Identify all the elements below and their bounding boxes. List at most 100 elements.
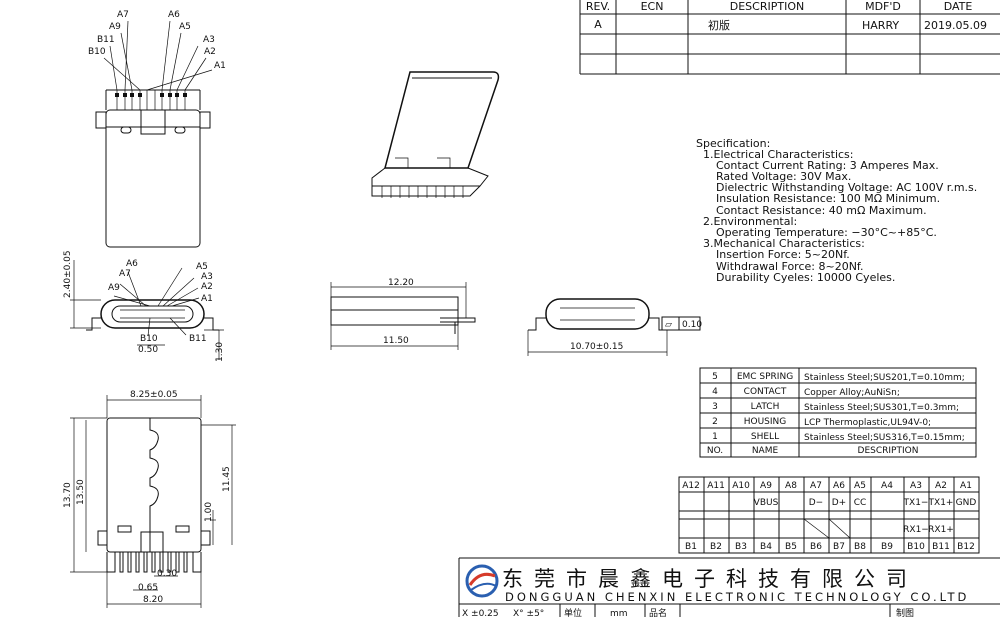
tolerance-angular: X° ±5° <box>513 609 544 617</box>
label-a9: A9 <box>109 22 121 32</box>
label-a6: A6 <box>168 10 180 20</box>
pin-label: A6 <box>833 481 845 491</box>
pin-label: B5 <box>785 542 797 552</box>
dim-bottom-pin: 0.30 <box>157 569 177 579</box>
pin-label: A12 <box>682 481 700 491</box>
bom-desc: LCP Thermoplastic,UL94V-0; <box>804 418 931 428</box>
pin-label: A3 <box>910 481 922 491</box>
rev-value: A <box>594 18 602 31</box>
unit-value: mm <box>610 609 628 617</box>
top-view: A7 A9 B11 B10 A6 A5 A3 A2 A1 <box>88 10 226 248</box>
label-a7: A7 <box>117 10 129 20</box>
pin-signal: TX1+ <box>928 498 954 508</box>
pin-label: B9 <box>881 542 893 552</box>
pin-label: B10 <box>907 542 925 552</box>
dim-front-leg: 1.30 <box>215 342 225 362</box>
label-a2: A2 <box>201 282 213 292</box>
pin-label: B7 <box>833 542 845 552</box>
date-value: 2019.05.09 <box>924 19 987 32</box>
dim-end-width: 10.70±0.15 <box>570 342 623 352</box>
label-a7: A7 <box>119 269 131 279</box>
pin-label: A9 <box>760 481 772 491</box>
bom-name: EMC SPRING <box>737 372 793 382</box>
dim-bottom-pitch: 0.65 <box>138 583 158 593</box>
pin-label: A5 <box>854 481 866 491</box>
bom-desc: Stainless Steel;SUS316,T=0.15mm; <box>804 433 965 443</box>
spec-line: Operating Temperature: −30°C~+85°C. <box>716 226 937 239</box>
rev-header: REV. <box>586 0 610 13</box>
pin-label: B8 <box>854 542 866 552</box>
company-logo <box>465 564 499 598</box>
spec-line: Dielectric Withstanding Voltage: AC 100V… <box>716 181 977 194</box>
spec-line: 2.Environmental: <box>703 215 797 228</box>
pin-label: B4 <box>760 542 772 552</box>
bom-header-name: NAME <box>752 446 779 456</box>
flatness-value: 0.10 <box>682 320 702 330</box>
bom-name: SHELL <box>751 432 779 442</box>
pin-signal: RX1− <box>903 525 929 535</box>
spec-title: Specification: <box>696 137 770 150</box>
pin-signal: VBUS <box>754 498 779 508</box>
dim-bottom-width: 8.20 <box>143 595 163 605</box>
bom-header-desc: DESCRIPTION <box>858 446 919 456</box>
pin-label: A11 <box>707 481 725 491</box>
spec-line: Contact Current Rating: 3 Amperes Max. <box>716 159 939 172</box>
specification-block: Specification: 1.Electrical Characterist… <box>696 137 977 284</box>
bom-desc: Stainless Steel;SUS201,T=0.10mm; <box>804 373 965 383</box>
title-block: 东莞市晨鑫电子科技有限公司 DONGGUAN CHENXIN ELECTRONI… <box>458 557 1000 617</box>
pin-label: A10 <box>732 481 750 491</box>
pin-label: A4 <box>881 481 893 491</box>
pin-signal: D− <box>809 498 823 508</box>
dim-bottom-width-top: 8.25±0.05 <box>130 390 178 400</box>
mdfd-value: HARRY <box>862 19 899 32</box>
pin-label: A1 <box>960 481 972 491</box>
bom-no: 3 <box>712 402 718 412</box>
pin-signal: GND <box>956 498 977 508</box>
unit-label: 单位 <box>564 607 582 617</box>
pin-label: A2 <box>935 481 947 491</box>
tolerance-linear: X ±0.25 <box>462 609 499 617</box>
spec-line: 1.Electrical Characteristics: <box>703 148 854 161</box>
ecn-header: ECN <box>641 0 664 13</box>
company-name-cn: 东莞市晨鑫电子科技有限公司 <box>502 567 918 591</box>
pin-label: B11 <box>932 542 950 552</box>
bom-name: CONTACT <box>744 387 787 397</box>
revision-table: REV. ECN DESCRIPTION MDF'D DATE A 初版 HAR… <box>579 0 1000 75</box>
bom-no: 2 <box>712 417 718 427</box>
pin-label: B6 <box>810 542 822 552</box>
drafter-label: 制图 <box>896 607 914 617</box>
label-a2: A2 <box>204 47 216 57</box>
bom-name: LATCH <box>751 402 780 412</box>
label-a6: A6 <box>126 259 138 269</box>
dim-bottom-right-small: 1.00 <box>204 502 214 522</box>
bom-desc: Stainless Steel;SUS301,T=0.3mm; <box>804 403 959 413</box>
pin-label: B12 <box>957 542 975 552</box>
spec-line: Rated Voltage: 30V Max. <box>716 170 851 183</box>
bom-header-no: NO. <box>707 446 723 456</box>
bom-name: HOUSING <box>744 417 787 427</box>
description-header: DESCRIPTION <box>730 0 804 13</box>
isometric-pins <box>381 186 464 198</box>
isometric-view <box>371 71 500 198</box>
label-a1: A1 <box>201 294 213 304</box>
pin-signal: RX1+ <box>928 525 954 535</box>
spec-line: Contact Resistance: 40 mΩ Maximum. <box>716 204 927 217</box>
label-a9: A9 <box>108 283 120 293</box>
label-a3: A3 <box>201 272 213 282</box>
pin-signal: D+ <box>832 498 846 508</box>
bom-desc: Copper Alloy;AuNiSn; <box>804 388 900 398</box>
bottom-view: 8.25±0.05 13.70 13.50 11.45 1.00 0.30 0.… <box>63 390 236 608</box>
pin-signal: TX1− <box>903 498 929 508</box>
bom-no: 1 <box>712 432 718 442</box>
bom-no: 5 <box>712 372 718 382</box>
spec-line: Durability Cyeles: 10000 Cyeles. <box>716 271 895 284</box>
pin-label: B2 <box>710 542 722 552</box>
pin-label: B1 <box>685 542 697 552</box>
pinout-table: A12 A11 A10 A9 A8 A7 A6 A5 A4 A3 A2 A1 V… <box>678 476 980 554</box>
spec-line: Withdrawal Force: 8~20Nf. <box>716 260 864 273</box>
company-name-en: DONGGUAN CHENXIN ELECTRONIC TECHNOLOGY C… <box>505 590 969 604</box>
description-value: 初版 <box>708 18 730 32</box>
spec-line: Insertion Force: 5~20Nf. <box>716 248 850 261</box>
flatness-symbol: ▱ <box>665 320 672 330</box>
